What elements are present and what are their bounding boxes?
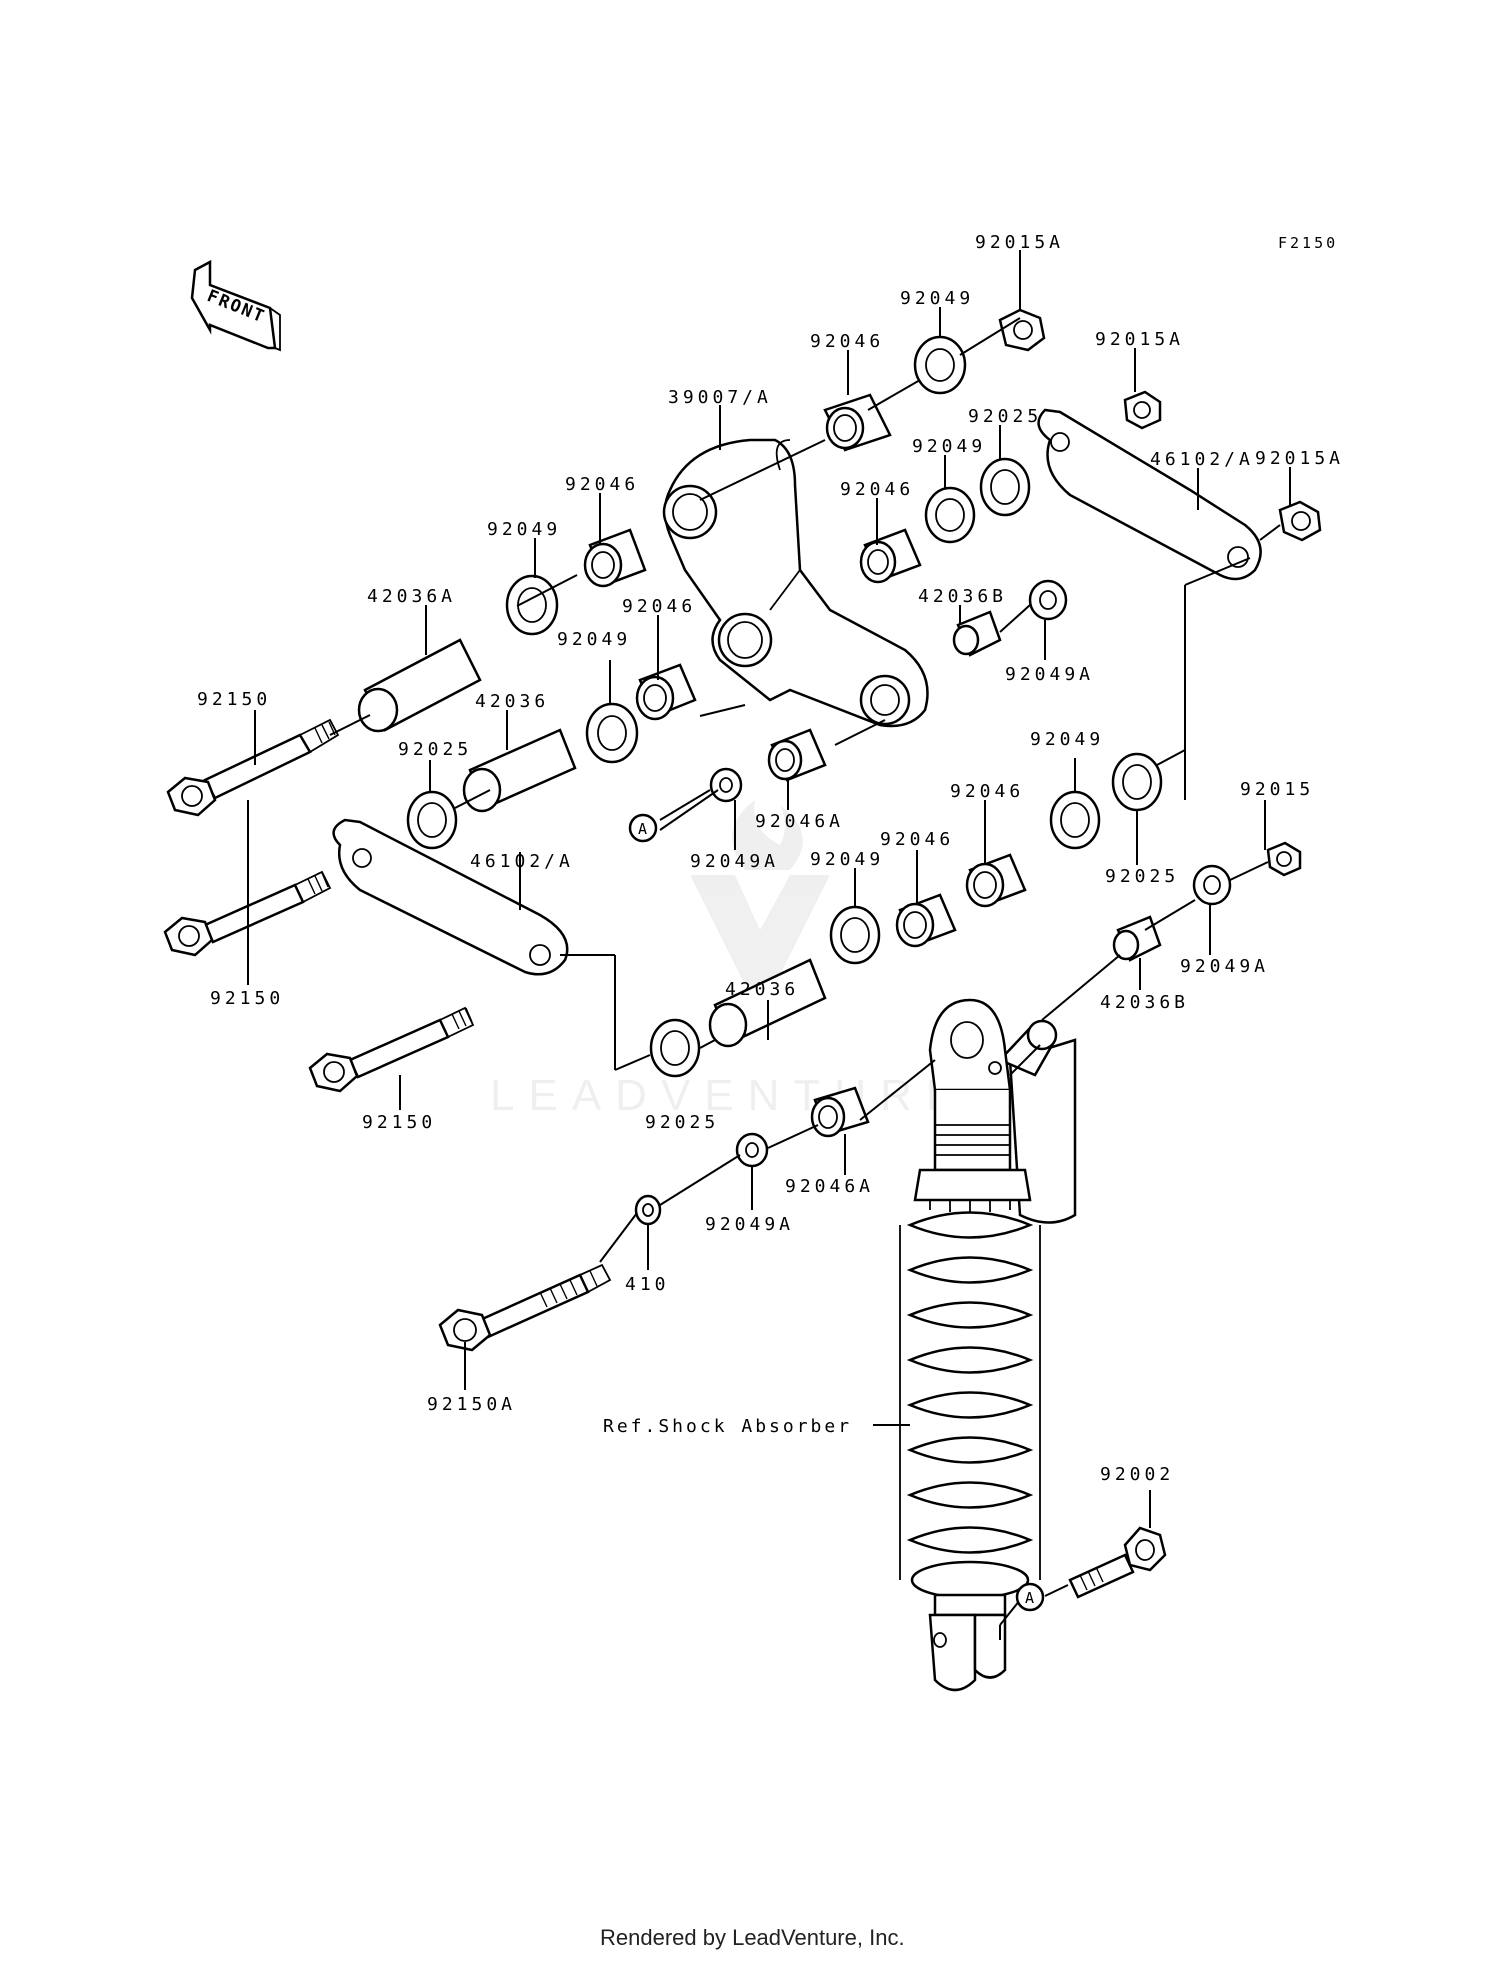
washer-92049A-right <box>1192 864 1232 906</box>
label-92049: 92049 <box>557 629 631 650</box>
leader-lines <box>247 250 1291 1640</box>
label-42036A: 42036A <box>367 586 456 607</box>
washer-92025-top <box>979 457 1031 517</box>
label-92025: 92025 <box>1105 866 1179 887</box>
nut-92015A-right <box>1278 500 1322 542</box>
watermark-text: LEADVENTURE <box>490 1071 969 1120</box>
bearing-92046-top <box>823 393 892 452</box>
washer-92049-left-mid <box>585 702 639 764</box>
footer-credit: Rendered by LeadVenture, Inc. <box>600 1925 905 1950</box>
label-92046: 92046 <box>950 781 1024 802</box>
label-92025: 92025 <box>968 406 1042 427</box>
label-92025: 92025 <box>645 1112 719 1133</box>
bolt-92002 <box>1068 1526 1167 1599</box>
washer-92049-left-top <box>505 574 559 636</box>
label-92046A: 92046A <box>785 1176 874 1197</box>
label-42036: 42036 <box>475 691 549 712</box>
ref-marker-a-upper: A <box>628 813 658 843</box>
label-92015A: 92015A <box>975 232 1064 253</box>
nut-92015 <box>1266 841 1302 877</box>
sleeve-42036A <box>357 638 482 733</box>
watermark-logo <box>690 800 830 985</box>
label-92049: 92049 <box>1030 729 1104 750</box>
label-92049: 92049 <box>912 436 986 457</box>
bolt-92150-lower <box>308 1006 475 1093</box>
label-42036: 42036 <box>725 979 799 1000</box>
washer-92049-mid-right <box>924 486 976 544</box>
label-92150: 92150 <box>362 1112 436 1133</box>
bearing-92046-mid-right <box>859 528 922 584</box>
sleeve-42036-lower <box>708 958 827 1048</box>
washer-92049A-upper-right <box>1028 579 1068 621</box>
label-ref-shock-absorber: Ref.Shock Absorber <box>603 1416 852 1437</box>
bolt-92150-mid <box>163 870 332 957</box>
shock-absorber-part <box>899 998 1077 1692</box>
part-labels: 92015A 92049 92046 92015A 39007/A 92025 … <box>197 232 1344 1485</box>
bearing-92046-left-top <box>583 528 647 588</box>
label-92150: 92150 <box>197 689 271 710</box>
washer-92025-left <box>406 790 458 850</box>
label-42036B: 42036B <box>1100 992 1189 1013</box>
link-rod-lower-part <box>332 818 569 976</box>
washer-92049A-left <box>709 767 743 803</box>
sleeve-42036-upper <box>462 728 577 813</box>
washer-92025-right <box>1111 752 1163 812</box>
label-92002: 92002 <box>1100 1464 1174 1485</box>
label-92049A: 92049A <box>1005 664 1094 685</box>
ref-marker-a-lower: A <box>1015 1582 1045 1612</box>
label-92049: 92049 <box>810 849 884 870</box>
bearing-92046-lower-mid <box>895 893 957 948</box>
washer-92025-lower <box>649 1018 701 1078</box>
label-92150A: 92150A <box>427 1394 516 1415</box>
label-410: 410 <box>625 1274 670 1295</box>
label-92046: 92046 <box>840 479 914 500</box>
washer-410 <box>634 1194 662 1226</box>
sleeve-42036B-upper <box>952 610 1002 657</box>
front-arrow-icon: FRONT <box>190 259 281 352</box>
bearing-92046-left-mid <box>635 663 697 721</box>
nut-92015A-top <box>998 308 1046 352</box>
label-92046: 92046 <box>565 474 639 495</box>
label-46102A: 46102/A <box>470 851 574 872</box>
figure-code: F2150 <box>1278 234 1338 252</box>
bolt-92150-top <box>166 718 340 817</box>
label-92046: 92046 <box>880 829 954 850</box>
washer-92049-lower <box>829 905 881 965</box>
rocker-arm-part <box>662 438 929 728</box>
link-rod-upper-part <box>1037 408 1262 581</box>
label-92015: 92015 <box>1240 779 1314 800</box>
label-42036B: 42036B <box>918 586 1007 607</box>
shock-spring <box>899 1211 1041 1600</box>
washer-92049-mid-lower <box>1049 790 1101 850</box>
svg-text:A: A <box>638 820 647 838</box>
label-92015A: 92015A <box>1255 448 1344 469</box>
label-92049A: 92049A <box>1180 956 1269 977</box>
nut-92015A-mid <box>1123 390 1162 430</box>
bolt-92150A <box>438 1263 612 1352</box>
label-46102A: 46102/A <box>1150 449 1254 470</box>
bearing-92046A-lower <box>810 1086 870 1138</box>
label-92049: 92049 <box>900 288 974 309</box>
washer-92049A-lower <box>735 1132 769 1168</box>
bearing-92046-lower-right <box>965 853 1027 908</box>
label-92046: 92046 <box>810 331 884 352</box>
bearing-92046A-upper <box>767 728 827 782</box>
label-92150: 92150 <box>210 988 284 1009</box>
label-92049A: 92049A <box>690 851 779 872</box>
label-39007A: 39007/A <box>668 387 772 408</box>
label-92046: 92046 <box>622 596 696 617</box>
label-92049: 92049 <box>487 519 561 540</box>
sleeve-42036B-lower <box>1112 915 1162 962</box>
label-92049A: 92049A <box>705 1214 794 1235</box>
svg-text:A: A <box>1025 1589 1034 1607</box>
washer-92049-top <box>913 335 967 395</box>
label-92025: 92025 <box>398 739 472 760</box>
label-92015A: 92015A <box>1095 329 1184 350</box>
label-92046A: 92046A <box>755 811 844 832</box>
